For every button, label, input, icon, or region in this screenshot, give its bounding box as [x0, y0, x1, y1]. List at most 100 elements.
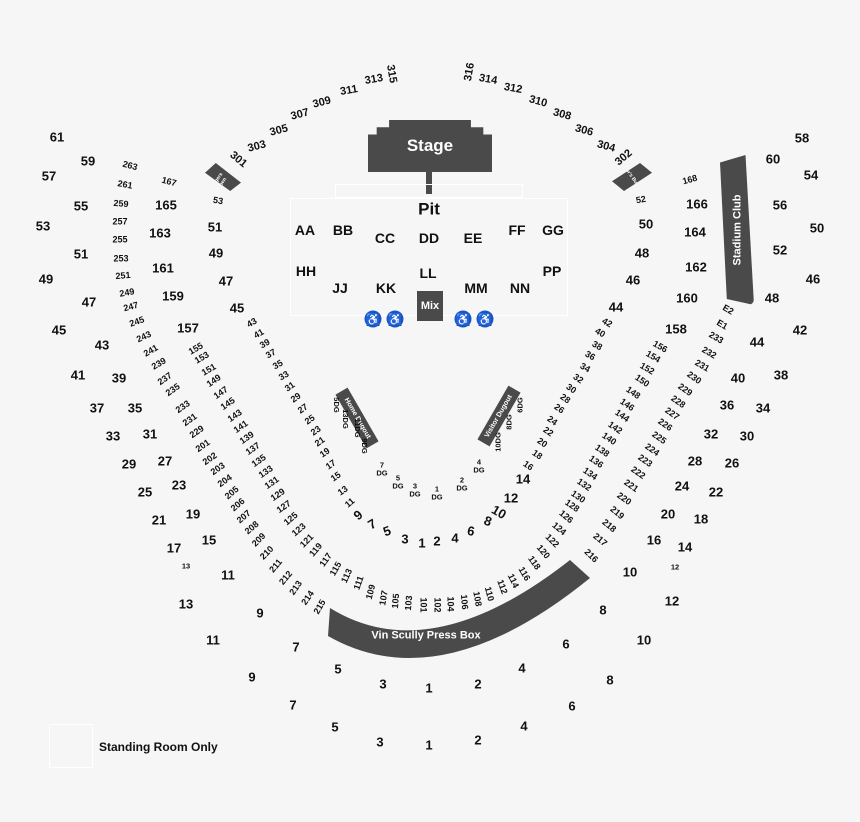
section-sections-200-left-251[interactable]: 251 — [115, 269, 131, 282]
section-floor-sections-KK[interactable]: KK — [375, 280, 397, 296]
section-floor-sections-LL[interactable]: LL — [419, 265, 437, 281]
section-sections-field-right-52[interactable]: 52 — [635, 193, 647, 206]
section-sections-outer-left-49[interactable]: 49 — [38, 271, 54, 287]
section-sections-field-right-50[interactable]: 50 — [638, 216, 654, 232]
section-sections-inner-left-47[interactable]: 47 — [81, 294, 97, 310]
section-sections-inner-left-9[interactable]: 9 — [256, 605, 264, 621]
section-dugout-sections-1-DG[interactable]: 1 DG — [431, 484, 443, 501]
section-sections-outer-right-10[interactable]: 10 — [636, 632, 652, 648]
section-dugout-sections-5-DG[interactable]: 5 DG — [392, 473, 404, 490]
section-sections-outer-right-54[interactable]: 54 — [803, 167, 819, 183]
section-visitor-dugout-labels-8DG[interactable]: 8DG — [504, 414, 514, 430]
section-sections-100-right-102[interactable]: 102 — [432, 597, 443, 613]
section-sections-inner-right-32[interactable]: 32 — [703, 426, 719, 442]
section-sections-field-left-49[interactable]: 49 — [208, 245, 224, 261]
section-floor-sections-HH[interactable]: HH — [295, 263, 317, 279]
section-floor-sections-MM[interactable]: MM — [464, 280, 488, 296]
section-visitor-dugout-labels-6DG[interactable]: 6DG — [515, 397, 525, 413]
section-floor-sections-CC[interactable]: CC — [374, 230, 396, 246]
section-sections-field-right-4[interactable]: 4 — [451, 530, 459, 546]
section-sections-inner-left-3[interactable]: 3 — [379, 676, 387, 692]
section-sections-outer-right-26[interactable]: 26 — [724, 455, 740, 471]
section-sections-inner-right-48[interactable]: 48 — [764, 290, 780, 306]
section-sections-inner-left-43[interactable]: 43 — [94, 337, 110, 353]
section-sections-outer-right-34[interactable]: 34 — [755, 400, 771, 416]
section-sections-outer-left-53[interactable]: 53 — [35, 218, 51, 234]
section-sections-100-left-105[interactable]: 105 — [389, 593, 402, 609]
section-sections-100-right-164[interactable]: 164 — [684, 224, 706, 240]
section-sections-inner-left-1[interactable]: 1 — [425, 680, 433, 696]
section-sections-outer-left-13[interactable]: 13 — [178, 596, 194, 612]
section-dugout-sections-3-DG[interactable]: 3 DG — [409, 481, 421, 498]
section-sections-outer-right-38[interactable]: 38 — [773, 367, 789, 383]
section-sections-inner-left-39[interactable]: 39 — [111, 370, 127, 386]
section-sections-outer-left-3[interactable]: 3 — [376, 734, 384, 750]
section-dugout-sections-7-DG[interactable]: 7 DG — [376, 460, 388, 477]
section-sections-100-left-101[interactable]: 101 — [418, 597, 429, 613]
section-sections-100-right-104[interactable]: 104 — [445, 596, 456, 612]
section-floor-sections-GG[interactable]: GG — [542, 222, 564, 238]
section-sections-outer-left-41[interactable]: 41 — [70, 367, 86, 383]
section-sections-field-right-12[interactable]: 12 — [503, 490, 519, 506]
section-sections-inner-left-19[interactable]: 19 — [185, 506, 201, 522]
section-sections-inner-right-52[interactable]: 52 — [772, 242, 788, 258]
section-sections-inner-left-15[interactable]: 15 — [201, 532, 217, 548]
section-dugout-sections-4-DG[interactable]: 4 DG — [473, 457, 485, 474]
section-sections-100-left-157[interactable]: 157 — [177, 320, 199, 336]
section-sections-inner-left-35[interactable]: 35 — [127, 400, 143, 416]
section-sections-100-left-165[interactable]: 165 — [155, 197, 177, 213]
section-sections-inner-left-27[interactable]: 27 — [157, 453, 173, 469]
section-sections-100-left-103[interactable]: 103 — [402, 595, 415, 611]
section-sections-inner-left-55[interactable]: 55 — [73, 198, 89, 214]
section-sections-outer-left-61[interactable]: 61 — [49, 129, 65, 145]
section-sections-outer-left-1[interactable]: 1 — [425, 737, 433, 753]
section-sections-100-right-162[interactable]: 162 — [685, 259, 707, 275]
section-sections-field-left-47[interactable]: 47 — [218, 273, 234, 289]
section-sections-outer-left-7[interactable]: 7 — [289, 697, 297, 713]
section-sections-field-right-2[interactable]: 2 — [433, 533, 441, 549]
section-sections-outer-right-46[interactable]: 46 — [805, 271, 821, 287]
pit-area[interactable] — [335, 184, 523, 198]
section-sections-100-left-163[interactable]: 163 — [149, 225, 171, 241]
section-sections-outer-right-12[interactable]: 12 — [664, 593, 680, 609]
section-sections-field-right-46[interactable]: 46 — [625, 272, 641, 288]
section-home-dugout-labels-11DG[interactable]: 11DG — [352, 418, 362, 438]
section-sections-outer-left-37[interactable]: 37 — [89, 400, 105, 416]
section-sections-200-left-257[interactable]: 257 — [112, 216, 128, 227]
section-sections-inner-left-59[interactable]: 59 — [80, 153, 96, 169]
section-sections-inner-left-31[interactable]: 31 — [142, 426, 158, 442]
section-sections-outer-right-6[interactable]: 6 — [568, 698, 576, 714]
section-sections-field-left-45[interactable]: 45 — [229, 300, 245, 316]
section-sections-100-right-160[interactable]: 160 — [676, 290, 698, 306]
section-floor-sections-BB[interactable]: BB — [332, 222, 354, 238]
section-sections-field-left-51[interactable]: 51 — [207, 219, 223, 235]
section-sections-field-right-14[interactable]: 14 — [515, 471, 531, 487]
stage[interactable]: Stage — [368, 120, 492, 172]
section-sections-inner-right-8[interactable]: 8 — [599, 602, 607, 618]
section-sections-outer-right-50[interactable]: 50 — [809, 220, 825, 236]
section-sections-outer-right-22[interactable]: 22 — [708, 484, 724, 500]
section-sections-inner-right-56[interactable]: 56 — [772, 197, 788, 213]
section-sections-inner-left-7[interactable]: 7 — [292, 639, 300, 655]
section-sections-outer-right-12[interactable]: 12 — [670, 562, 680, 572]
section-sections-inner-left-5[interactable]: 5 — [334, 661, 342, 677]
section-sections-outer-right-8[interactable]: 8 — [606, 672, 614, 688]
section-sections-inner-right-24[interactable]: 24 — [674, 478, 690, 494]
section-sections-100-left-159[interactable]: 159 — [162, 288, 184, 304]
section-floor-sections-FF[interactable]: FF — [508, 222, 526, 238]
section-sections-outer-left-13[interactable]: 13 — [181, 561, 191, 571]
section-sections-field-right-44[interactable]: 44 — [608, 299, 624, 315]
section-sections-outer-left-11[interactable]: 11 — [206, 632, 220, 648]
section-sections-outer-left-21[interactable]: 21 — [151, 512, 167, 528]
section-sections-100-right-166[interactable]: 166 — [686, 196, 708, 212]
section-sections-field-right-48[interactable]: 48 — [634, 245, 650, 261]
section-sections-outer-left-25[interactable]: 25 — [137, 484, 153, 500]
section-sections-outer-right-2[interactable]: 2 — [474, 732, 482, 748]
section-sections-inner-right-40[interactable]: 40 — [730, 370, 746, 386]
section-floor-sections-JJ[interactable]: JJ — [332, 280, 348, 296]
section-floor-sections-NN[interactable]: NN — [509, 280, 531, 296]
section-floor-sections-AA[interactable]: AA — [294, 222, 316, 238]
section-floor-sections-PP[interactable]: PP — [542, 263, 562, 279]
section-sections-inner-right-36[interactable]: 36 — [719, 397, 735, 413]
section-sections-field-left-3[interactable]: 3 — [401, 531, 409, 547]
